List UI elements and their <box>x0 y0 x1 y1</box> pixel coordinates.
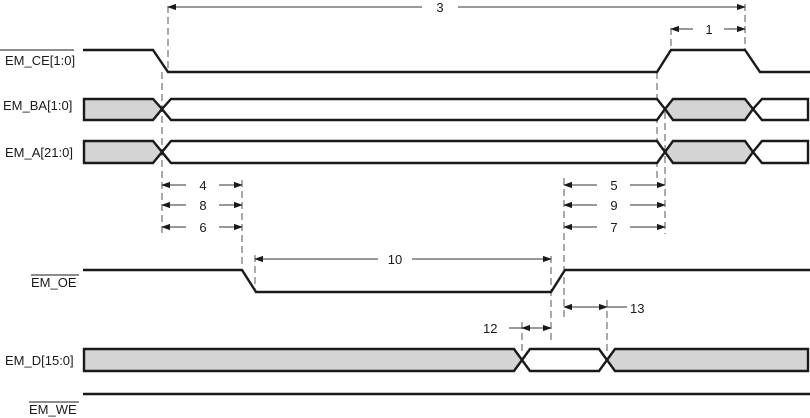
signal-label-ce: EM_CE[1:0] <box>0 49 75 68</box>
dimension-12: 12 <box>483 321 552 336</box>
signal-label-ba: EM_BA[1:0] <box>3 98 72 113</box>
waveform-oe <box>83 268 810 294</box>
signal-label-a: EM_A[21:0] <box>5 145 73 160</box>
svg-text:1: 1 <box>705 22 712 37</box>
dimension-5: 5 <box>563 178 666 193</box>
svg-text:6: 6 <box>199 220 206 235</box>
dimension-10: 10 <box>254 252 552 267</box>
svg-text:5: 5 <box>610 178 617 193</box>
svg-text:3: 3 <box>436 0 443 15</box>
guide-lines <box>161 4 746 355</box>
waveform-ce <box>83 48 810 74</box>
svg-text:EM_WE: EM_WE <box>29 402 77 417</box>
svg-text:9: 9 <box>610 198 617 213</box>
svg-text:7: 7 <box>610 220 617 235</box>
waveform-ba <box>82 97 810 122</box>
svg-text:8: 8 <box>199 198 206 213</box>
svg-text:4: 4 <box>199 178 206 193</box>
dimension-1: 1 <box>670 22 746 37</box>
signal-label-oe: EM_OE <box>31 274 79 290</box>
dimension-3: 3 <box>167 0 746 15</box>
svg-text:12: 12 <box>483 321 497 336</box>
dimension-13: 13 <box>563 301 644 316</box>
svg-text:EM_CE[1:0]: EM_CE[1:0] <box>5 53 75 68</box>
signal-label-d: EM_D[15:0] <box>5 353 74 368</box>
svg-text:EM_OE: EM_OE <box>31 275 77 290</box>
dimension-6: 6 <box>161 220 243 235</box>
dimension-9: 9 <box>563 198 666 213</box>
dimension-4: 4 <box>161 178 243 193</box>
waveform-d <box>82 347 810 373</box>
dimension-7: 7 <box>563 220 666 235</box>
svg-text:10: 10 <box>388 252 402 267</box>
signal-label-we: EM_WE <box>29 401 79 417</box>
waveform-a <box>82 139 810 165</box>
svg-text:13: 13 <box>630 301 644 316</box>
dimension-8: 8 <box>161 198 243 213</box>
